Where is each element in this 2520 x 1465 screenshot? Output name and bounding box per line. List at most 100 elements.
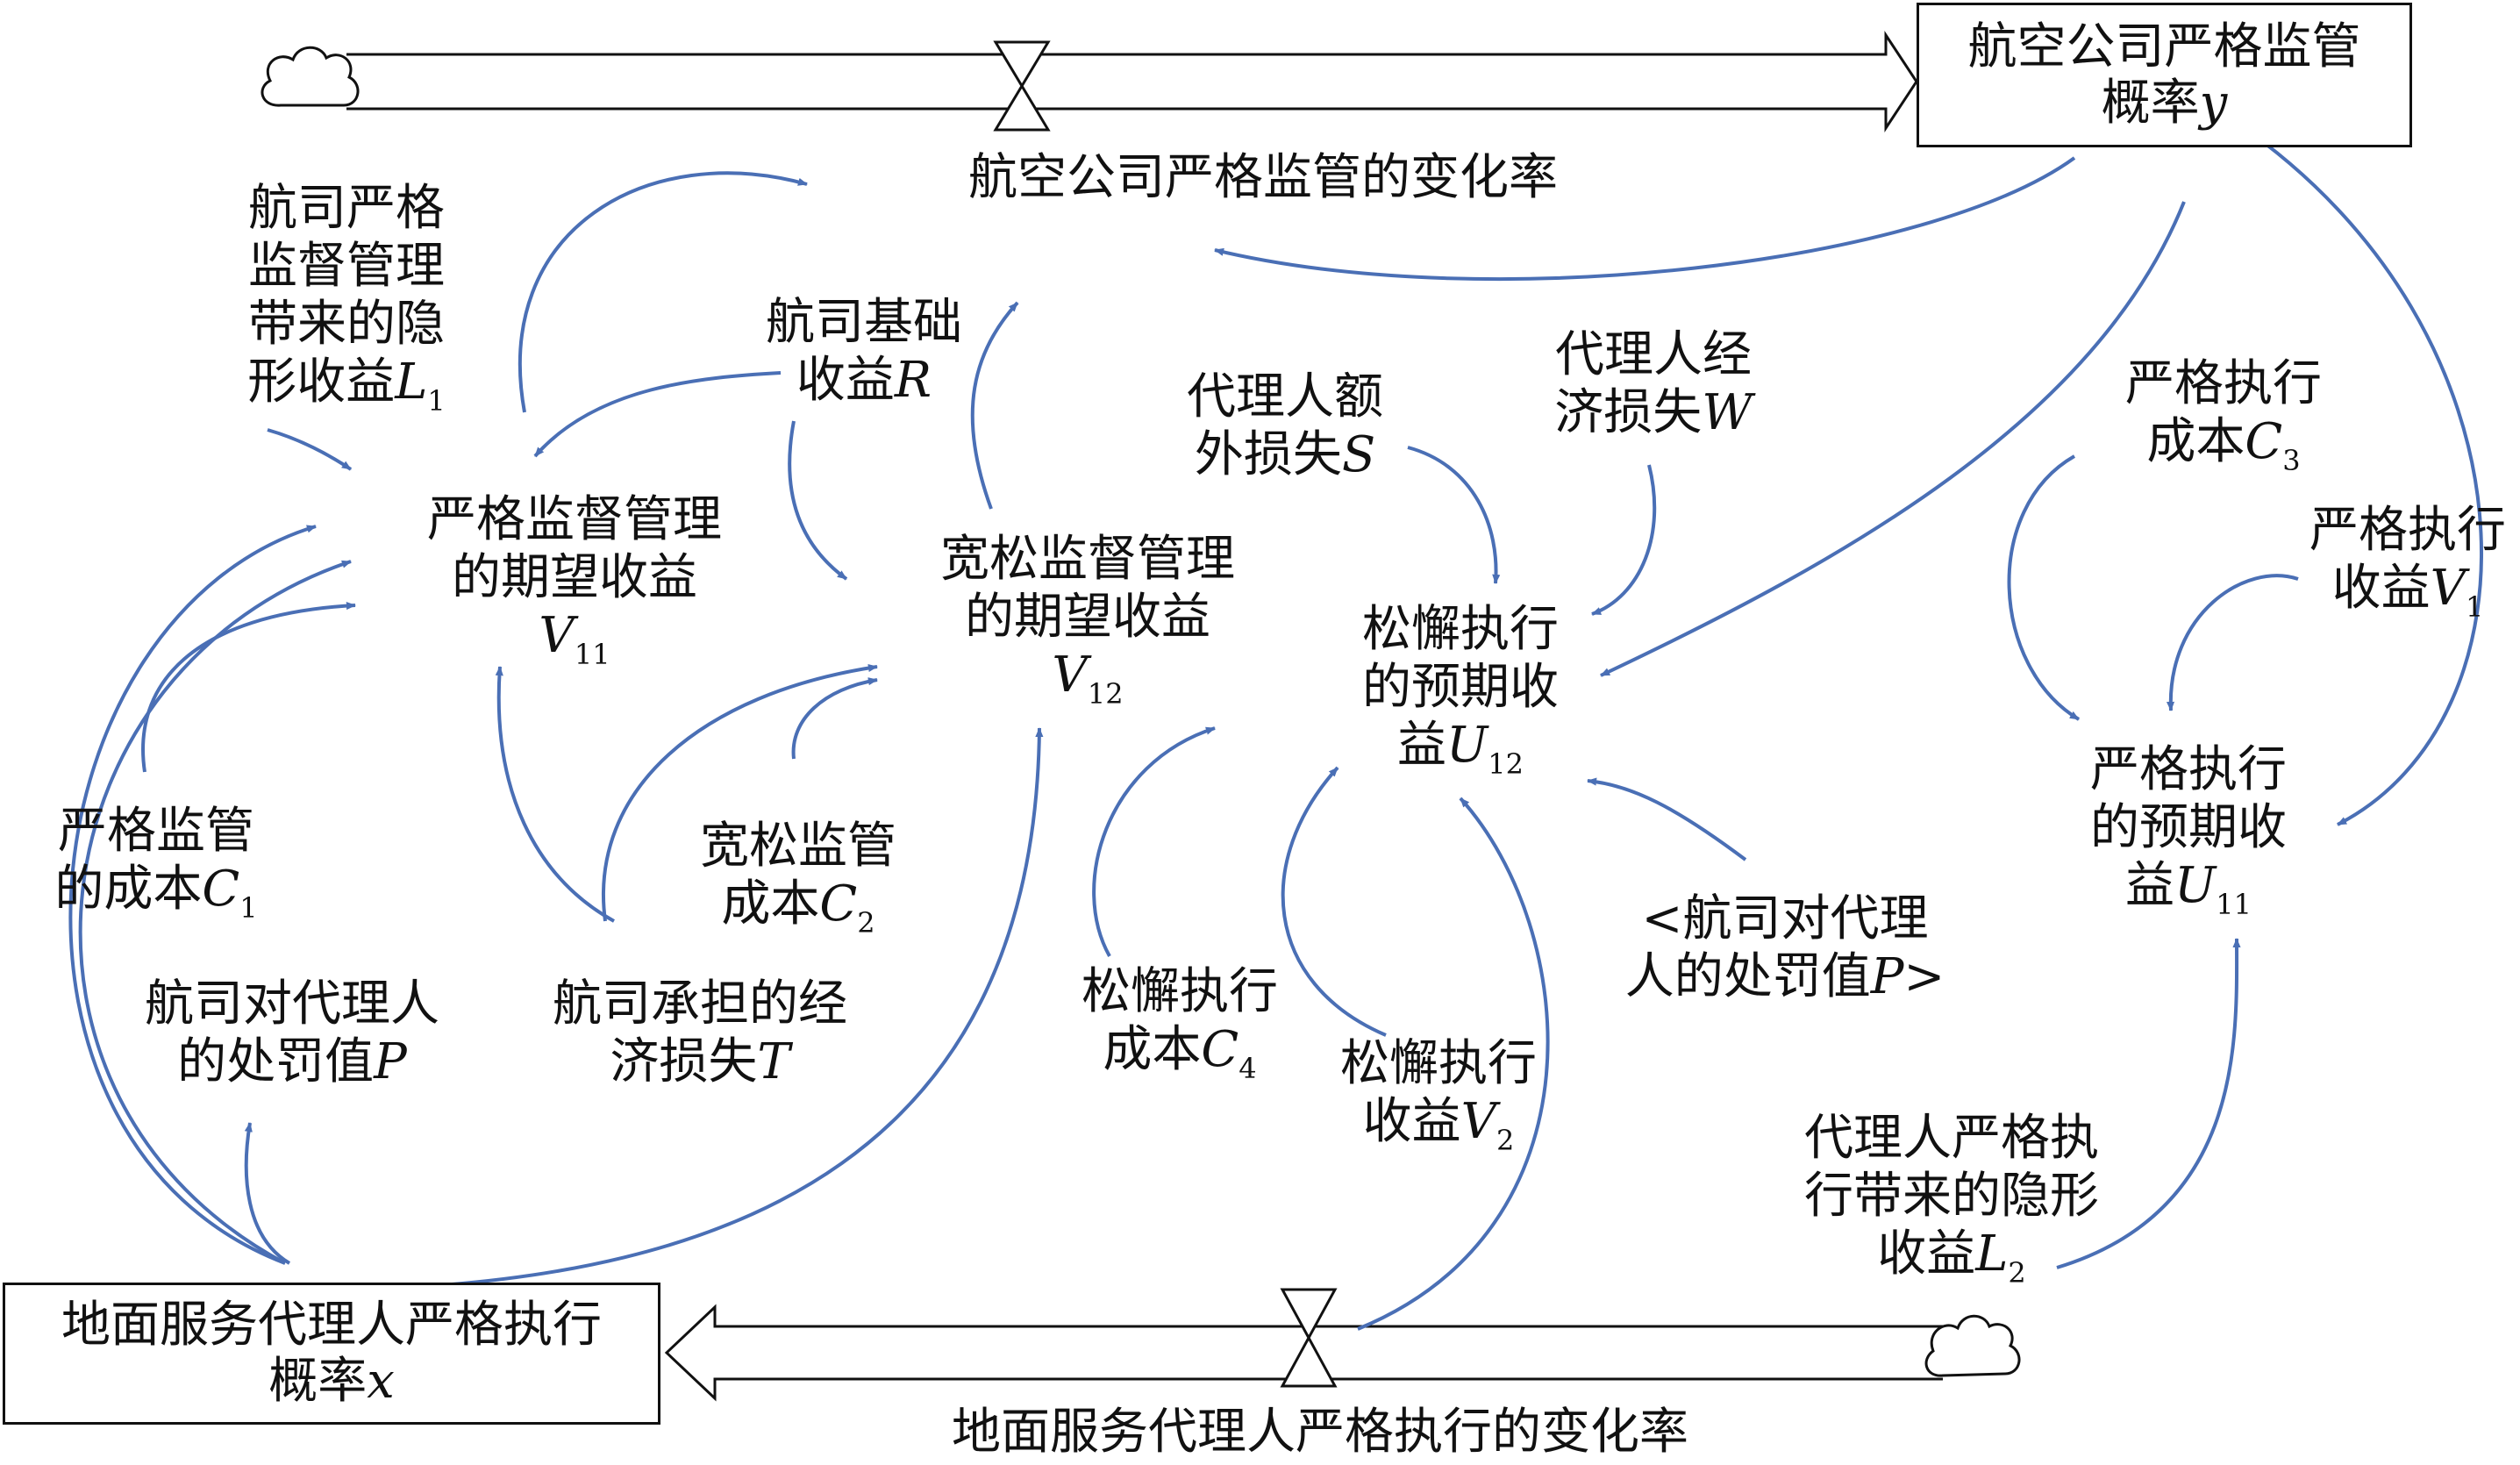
variable-text: 1 [2466, 590, 2484, 624]
link-W-to-U12 [1591, 464, 1657, 616]
variable-text: 11 [574, 638, 610, 671]
var-T: 航司承担的经 济损失T [553, 975, 847, 1091]
airline-prob-line1: 航空公司严格监管 [1967, 18, 2361, 75]
link-C2-to-V12 [791, 677, 878, 760]
variable-text: L [395, 354, 428, 411]
variable-text: 航司基础 [766, 294, 962, 351]
link-x-to-V11-inner [78, 560, 352, 1265]
causal-links [68, 121, 2483, 1331]
variable-text: 收益 [2331, 560, 2431, 617]
var-R: 航司基础 收益R [766, 294, 962, 410]
variable-text: 外损失 [1194, 426, 1342, 483]
variable-text: 严格监管 [58, 803, 254, 860]
variable-text: 松懈执行 [1082, 963, 1278, 1020]
variable-text: C [202, 861, 240, 918]
variable-text: 代理人严格执 [1804, 1110, 2099, 1167]
agent-prob-stock[interactable]: 地面服务代理人严格执行 概率x [3, 1283, 660, 1425]
link-V11-to-airline-rate [518, 171, 808, 413]
link-S-to-U12 [1407, 446, 1501, 584]
variable-text: 成本 [721, 875, 820, 933]
var-U12: 松懈执行 的预期收 益U12 [1362, 601, 1559, 793]
var-C3: 严格执行 成本C3 [2125, 355, 2322, 490]
variable-text: V [1052, 647, 1088, 704]
var-V11: 严格监督管理 的期望收益 V11 [427, 491, 722, 683]
var-W: 代理人经 济损失W [1554, 326, 1753, 442]
link-T-to-V11 [495, 666, 615, 923]
var-V2: 松懈执行 收益V2 [1340, 1035, 1537, 1169]
variable-text: L [1975, 1226, 2009, 1283]
var-U11: 严格执行 的预期收 益U11 [2090, 741, 2287, 933]
variable-text: 1 [427, 384, 446, 418]
variable-text: P [1870, 948, 1904, 1005]
variable-text: 11 [2216, 888, 2252, 921]
variable-text: 收益 [1362, 1093, 1461, 1150]
link-R-to-V12 [788, 420, 848, 581]
variable-text: 航空公司严格监管的变化率 [968, 149, 1558, 206]
airline-prob-line2: 概率 [2101, 74, 2200, 132]
cloud-icon [261, 46, 360, 107]
var-L1: 航司严格 监督管理 带来的隐 形收益L1 [247, 180, 446, 430]
variable-text: 宽松监督管理 [940, 531, 1235, 588]
variable-text: C [819, 875, 858, 933]
airline-prob-stock[interactable]: 航空公司严格监管 概率y [1917, 3, 2412, 147]
variable-text: C [2245, 413, 2283, 470]
variable-text: 的期望收益 [965, 589, 1210, 646]
variable-text: V [1460, 1093, 1497, 1150]
variable-text: 形收益 [247, 354, 396, 411]
variable-text: 航司承担的经 [553, 975, 847, 1033]
link-V12-to-airline-rate [970, 301, 1019, 510]
variable-text: 成本 [2146, 413, 2245, 470]
airline-flow-pipe [346, 31, 1918, 132]
var-S: 代理人额 外损失S [1187, 368, 1383, 484]
link-R-to-V11 [533, 371, 782, 458]
variable-text: 1 [239, 891, 258, 925]
variable-text: 航司对代理人 [145, 975, 439, 1033]
var-P: 航司对代理人 的处罚值P [145, 975, 439, 1091]
variable-text: T [757, 1033, 790, 1090]
variable-text: 带来的隐 [247, 296, 445, 353]
variable-text: 监督管理 [247, 238, 445, 295]
variable-text: 2 [1496, 1124, 1515, 1157]
variable-text: 人的处罚值 [1624, 948, 1871, 1005]
variable-text: 12 [1087, 677, 1124, 711]
link-T-to-V12 [602, 663, 878, 922]
link-C4-to-V12 [1092, 726, 1216, 957]
variable-text: 严格执行 [2125, 355, 2322, 412]
variable-text: V [539, 607, 575, 664]
var-C2: 宽松监管 成本C2 [700, 818, 896, 952]
variable-text: W [1702, 384, 1753, 441]
variable-text: 收益 [1877, 1226, 1976, 1283]
variable-text: 严格执行 [2090, 741, 2287, 798]
link-C3-to-U11 [2007, 454, 2081, 721]
agent-prob-var: x [367, 1353, 395, 1410]
variable-text: V [2430, 560, 2466, 617]
variable-text: 收益 [796, 352, 895, 409]
variable-text: <航司对代理 [1641, 890, 1929, 947]
variable-text: S [1341, 426, 1376, 483]
variable-text: U [1446, 717, 1488, 774]
link-agent-valve-to-U12 [1357, 797, 1550, 1331]
agent-rate-label: 地面服务代理人严格执行的变化率 [952, 1404, 1688, 1461]
variable-text: 松懈执行 [1362, 601, 1559, 658]
var-L2: 代理人严格执 行带来的隐形 收益L2 [1804, 1110, 2099, 1302]
var-P-shadow: <航司对代理 人的处罚值P> [1625, 890, 1945, 1006]
variable-text: 严格执行 [2309, 502, 2506, 559]
link-V2-to-U12 [1281, 766, 1387, 1037]
variable-text: 严格监督管理 [427, 491, 722, 548]
variable-text: C [1201, 1021, 1239, 1078]
airline-rate-label: 航空公司严格监管的变化率 [968, 149, 1558, 207]
variable-text: 的成本 [54, 861, 203, 918]
variable-text: 益 [2125, 857, 2175, 914]
variable-text: 行带来的隐形 [1804, 1168, 2099, 1225]
link-y-to-U11 [2235, 121, 2483, 826]
variable-text: > [1903, 948, 1945, 1005]
variable-text: U [2174, 857, 2217, 914]
link-y-to-U12 [1600, 201, 2186, 677]
variable-text: 松懈执行 [1340, 1035, 1537, 1092]
variable-text: P [374, 1033, 407, 1090]
variable-text: 3 [2282, 444, 2301, 477]
variable-text: 地面服务代理人严格执行的变化率 [952, 1404, 1688, 1461]
variable-text: 宽松监管 [700, 818, 896, 875]
variable-text: 成本 [1103, 1021, 1202, 1078]
